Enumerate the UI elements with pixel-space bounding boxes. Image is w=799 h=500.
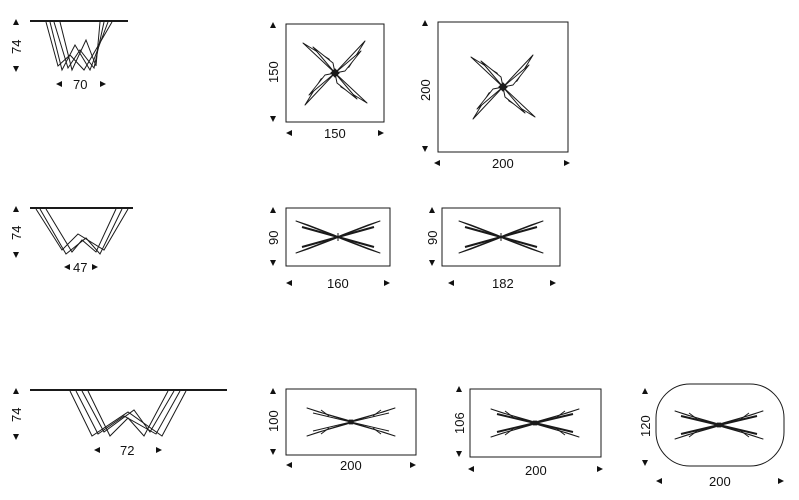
arrow-up-icon	[270, 207, 276, 213]
width-label: 200	[709, 474, 731, 489]
arrow-right-icon	[100, 81, 106, 87]
width-label: 200	[492, 156, 514, 171]
height-label: 74	[9, 408, 24, 422]
plan-200x120-rounded: 120 200	[638, 383, 785, 489]
arrow-left-icon	[468, 466, 474, 472]
arrow-right-icon	[597, 466, 603, 472]
arrow-down-icon	[270, 260, 276, 266]
depth-label: 200	[418, 79, 433, 101]
arrow-down-icon	[270, 116, 276, 122]
side-view-row-1: 74 70	[9, 19, 128, 92]
width-label: 200	[340, 458, 362, 473]
depth-label: 90	[266, 231, 281, 245]
arrow-down-icon	[270, 449, 276, 455]
arrow-left-icon	[64, 264, 70, 270]
arrow-left-icon	[286, 462, 292, 468]
arrow-up-icon	[422, 20, 428, 26]
arrow-up-icon	[429, 207, 435, 213]
height-label: 74	[9, 226, 24, 240]
side-view-row-3: 74 72	[9, 388, 227, 458]
depth-label: 72	[120, 443, 134, 458]
arrow-left-icon	[94, 447, 100, 453]
depth-label: 100	[266, 410, 281, 432]
arrow-right-icon	[92, 264, 98, 270]
arrow-down-icon	[13, 252, 19, 258]
arrow-left-icon	[656, 478, 662, 484]
arrow-up-icon	[456, 386, 462, 392]
width-label: 200	[525, 463, 547, 478]
arrow-right-icon	[778, 478, 784, 484]
depth-label: 150	[266, 61, 281, 83]
arrow-right-icon	[410, 462, 416, 468]
width-label: 150	[324, 126, 346, 141]
height-label: 74	[9, 40, 24, 54]
plan-200x106: 106 200	[452, 386, 603, 478]
depth-label: 70	[73, 77, 87, 92]
arrow-down-icon	[429, 260, 435, 266]
arrow-right-icon	[550, 280, 556, 286]
arrow-down-icon	[422, 146, 428, 152]
arrow-left-icon	[286, 130, 292, 136]
plan-150x150: 150 150	[266, 22, 385, 141]
depth-label: 106	[452, 412, 467, 434]
plan-200x200: 200 200	[418, 20, 570, 171]
arrow-up-icon	[13, 19, 19, 25]
plan-200x100: 100 200	[266, 388, 417, 473]
depth-label: 120	[638, 415, 653, 437]
arrow-left-icon	[434, 160, 440, 166]
arrow-down-icon	[456, 451, 462, 457]
arrow-down-icon	[13, 434, 19, 440]
width-label: 160	[327, 276, 349, 291]
arrow-right-icon	[156, 447, 162, 453]
arrow-up-icon	[642, 388, 648, 394]
arrow-left-icon	[286, 280, 292, 286]
plan-182x90: 90 182	[425, 207, 561, 291]
arrow-up-icon	[270, 388, 276, 394]
arrow-right-icon	[378, 130, 384, 136]
arrow-up-icon	[13, 206, 19, 212]
depth-label: 47	[73, 260, 87, 275]
arrow-down-icon	[13, 66, 19, 72]
arrow-up-icon	[270, 22, 276, 28]
arrow-left-icon	[56, 81, 62, 87]
plan-160x90: 90 160	[266, 207, 391, 291]
arrow-down-icon	[642, 460, 648, 466]
arrow-right-icon	[384, 280, 390, 286]
arrow-left-icon	[448, 280, 454, 286]
width-label: 182	[492, 276, 514, 291]
arrow-up-icon	[13, 388, 19, 394]
arrow-right-icon	[564, 160, 570, 166]
depth-label: 90	[425, 231, 440, 245]
side-view-row-2: 74 47	[9, 206, 133, 275]
